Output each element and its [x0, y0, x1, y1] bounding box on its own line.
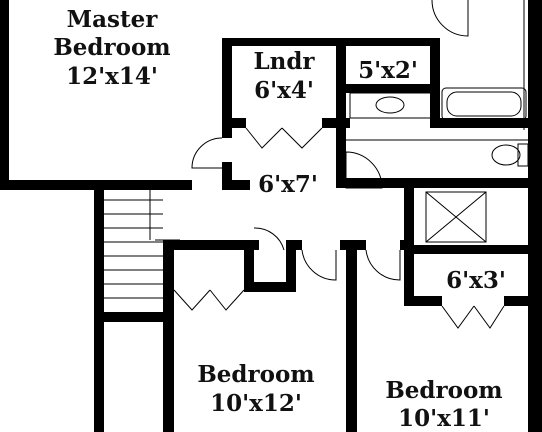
laundry-door-left	[245, 127, 283, 149]
bedroom-right-name: Bedroom	[385, 377, 502, 404]
wall-bath-bottom-right	[430, 118, 542, 128]
bedroom-left-name: Bedroom	[197, 361, 314, 388]
master-name-line1: Master	[67, 6, 159, 33]
shower-stall	[425, 191, 487, 243]
wall-left-exterior	[0, 0, 9, 190]
master-door-swing	[191, 137, 223, 169]
toilet-icon	[491, 144, 521, 166]
wall-closet-notch-right	[286, 240, 296, 292]
bedroom-left-door-swing	[301, 249, 337, 281]
hall-closet-door-left	[441, 305, 475, 329]
hall-closet-size: 6'x3'	[446, 267, 506, 294]
wall-laundry-bottom-left	[222, 118, 246, 128]
laundry-name: Lndr	[253, 48, 315, 75]
toilet-tank	[517, 143, 529, 167]
bathtub-inner	[446, 91, 522, 117]
staircase	[104, 190, 180, 299]
bath-door-swing	[431, 0, 469, 37]
wall-bath-bottom-left	[336, 118, 350, 128]
wall-master-bottom-right	[222, 180, 250, 190]
wall-right-exterior-top	[528, 0, 542, 432]
wall-shower-top	[402, 178, 542, 188]
laundry-size: 6'x4'	[254, 77, 314, 104]
wall-closet-bottom	[336, 84, 436, 93]
wall-bedroom-divider	[346, 240, 357, 432]
wall-hall-closet-bottom-right	[504, 296, 542, 306]
fixtures	[104, 0, 529, 329]
wall-stair-left	[94, 180, 104, 432]
bedroom-left-closet-door-2	[209, 289, 245, 311]
laundry-door-right	[281, 127, 323, 149]
wall-bath-inner	[336, 178, 404, 188]
wall-right-bedroom-closet	[404, 296, 414, 306]
wall-stair-right	[163, 240, 174, 432]
wall-bedroom-right-top	[400, 240, 414, 250]
shower-diagonal-2	[425, 191, 487, 243]
wall-bedroom-left-top-a	[163, 240, 259, 250]
bedroom-left-size: 10'x12'	[210, 390, 302, 417]
wall-stair-bottom	[94, 312, 174, 322]
wall-bath-left	[430, 38, 440, 128]
closet-notch-door-swing	[253, 227, 285, 251]
wall-closet-notch-bottom	[244, 282, 294, 292]
master-size: 12'x14'	[66, 63, 158, 90]
wall-hall-closet-bottom-left	[404, 296, 442, 306]
hall-closet-door-right	[473, 305, 505, 329]
wall-laundry-bottom-right	[322, 118, 346, 128]
wall-laundry-top	[222, 38, 440, 46]
bedroom-right-door-swing	[365, 249, 401, 281]
sink-icon	[375, 96, 405, 114]
room-labels: Master Bedroom 12'x14' Lndr 6'x4' 5'x2' …	[53, 6, 506, 432]
master-name-line2: Bedroom	[53, 34, 170, 61]
wall-master-right-lower	[222, 162, 232, 190]
bath-hall-door-swing	[345, 151, 383, 189]
wall-hall-right	[336, 128, 346, 188]
bedroom-right-size: 10'x11'	[398, 405, 490, 432]
bedroom-left-closet-door	[173, 289, 211, 311]
closet-size: 5'x2'	[358, 57, 418, 84]
hall-size: 6'x7'	[258, 171, 318, 198]
vanity	[349, 92, 433, 119]
wall-hall-closet-top	[404, 245, 542, 254]
wall-closet-notch-left	[244, 240, 254, 286]
bathtub	[441, 87, 527, 121]
wall-laundry-left	[222, 38, 232, 138]
